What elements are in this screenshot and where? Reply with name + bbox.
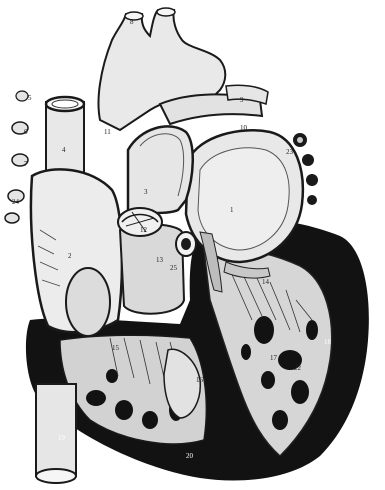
label-l4: 4 <box>62 146 66 154</box>
label-l22: 22 <box>294 364 302 372</box>
fossa-ovalis <box>66 268 110 336</box>
label-l18: 18 <box>324 338 332 346</box>
label-l2: 2 <box>68 252 72 260</box>
inferior-vena-cava <box>36 384 76 483</box>
label-l6: 6 <box>24 128 28 136</box>
label-l16: 16 <box>196 376 204 384</box>
label-l7: 7 <box>24 160 28 168</box>
label-l20: 20 <box>186 452 194 460</box>
label-l25: 25 <box>170 264 178 272</box>
pulmonary-trunk <box>128 126 193 213</box>
label-l3: 3 <box>144 188 148 196</box>
label-l24: 24 <box>12 198 20 206</box>
label-l5: 5 <box>28 94 32 102</box>
label-l1: 1 <box>230 206 234 214</box>
label-l23: 23 <box>286 148 294 156</box>
label-l12: 12 <box>140 226 148 234</box>
label-l9: 9 <box>240 96 244 104</box>
label-l13: 13 <box>156 256 164 264</box>
label-l15: 15 <box>112 344 120 352</box>
label-l17: 17 <box>270 354 278 362</box>
label-l19: 19 <box>58 434 66 442</box>
label-l21: 21 <box>196 478 204 486</box>
label-l8: 8 <box>130 18 134 26</box>
aortic-valve-ring <box>176 232 196 256</box>
label-l10: 10 <box>240 124 248 132</box>
label-l11: 11 <box>104 128 111 136</box>
label-l14: 14 <box>262 278 270 286</box>
